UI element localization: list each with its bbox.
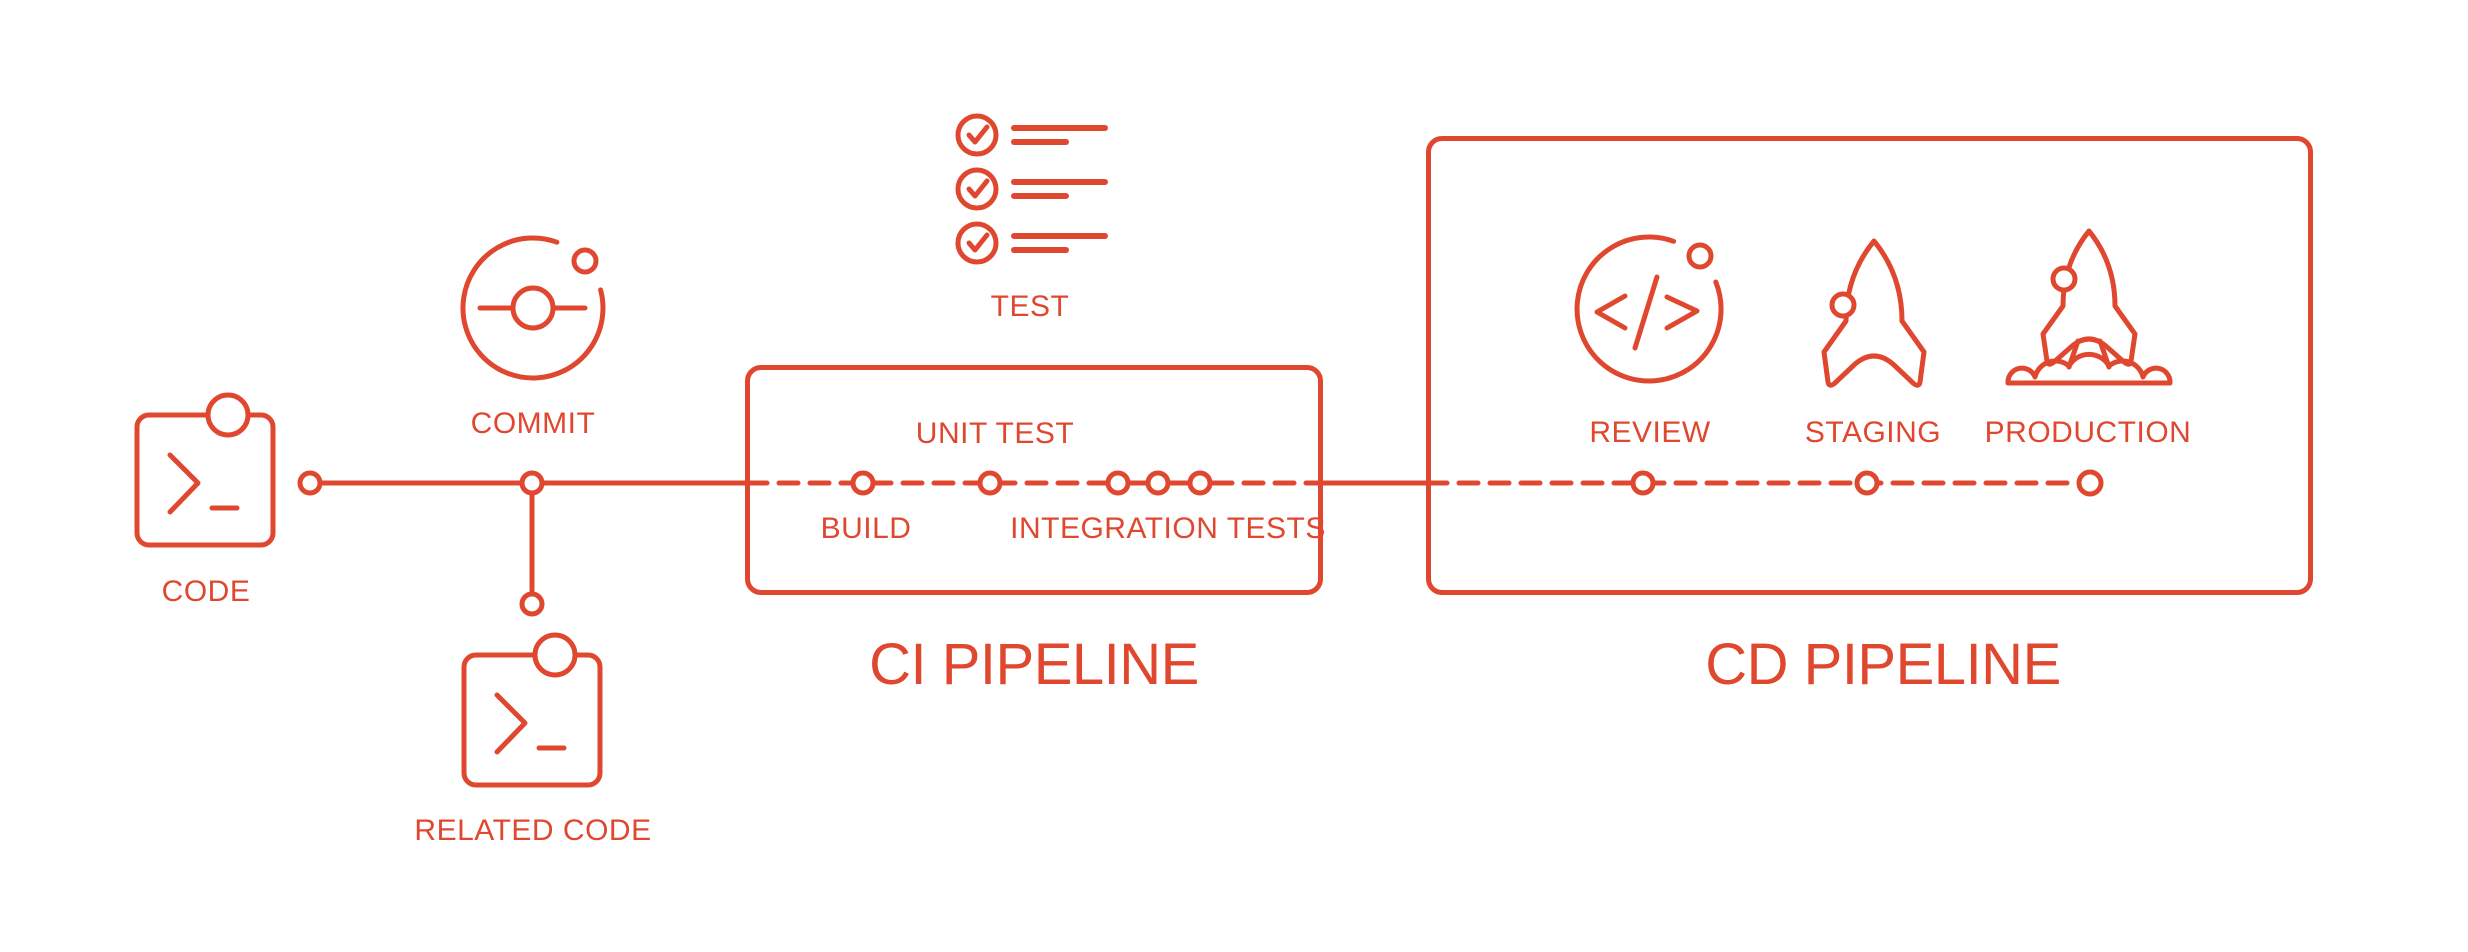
node-production-end xyxy=(2076,469,2104,497)
code-review-icon xyxy=(1574,234,1724,384)
label-unit-test: UNIT TEST xyxy=(915,417,1075,450)
node-branch-end xyxy=(519,591,545,617)
label-review: REVIEW xyxy=(1589,416,1711,449)
launch-cloud xyxy=(2005,351,2173,386)
ci-pipeline-title: CI PIPELINE xyxy=(869,632,1199,697)
node-build xyxy=(850,470,876,496)
node-unit-test xyxy=(977,470,1003,496)
cd-pipeline-title: CD PIPELINE xyxy=(1705,632,2061,697)
label-integration-tests: INTEGRATION TESTS xyxy=(1010,512,1326,545)
label-production: PRODUCTION xyxy=(1984,416,2192,449)
node-code-start xyxy=(297,470,323,496)
checklist-test-icon xyxy=(955,113,1108,265)
node-integration-1 xyxy=(1105,470,1131,496)
label-staging: STAGING xyxy=(1804,416,1942,449)
node-review xyxy=(1630,470,1656,496)
cd-pipeline-box xyxy=(1426,136,2313,595)
checklist-row-2 xyxy=(955,167,1108,211)
label-build: BUILD xyxy=(820,512,912,545)
terminal-related-code-icon xyxy=(461,632,603,788)
checklist-row-3 xyxy=(955,221,1108,265)
rocket-launch-production-icon xyxy=(2005,228,2173,386)
node-integration-2 xyxy=(1145,470,1171,496)
rocket-staging-icon xyxy=(1821,238,1927,388)
label-test: TEST xyxy=(990,290,1070,323)
terminal-code-icon xyxy=(134,392,276,548)
node-staging xyxy=(1854,470,1880,496)
node-commit-junction xyxy=(519,470,545,496)
checklist-row-1 xyxy=(955,113,1108,157)
label-code: CODE xyxy=(161,575,251,608)
label-related-code: RELATED CODE xyxy=(414,814,652,847)
ci-pipeline-box xyxy=(745,365,1323,595)
label-commit: COMMIT xyxy=(470,407,596,440)
node-integration-3 xyxy=(1187,470,1213,496)
git-commit-icon xyxy=(460,235,606,381)
